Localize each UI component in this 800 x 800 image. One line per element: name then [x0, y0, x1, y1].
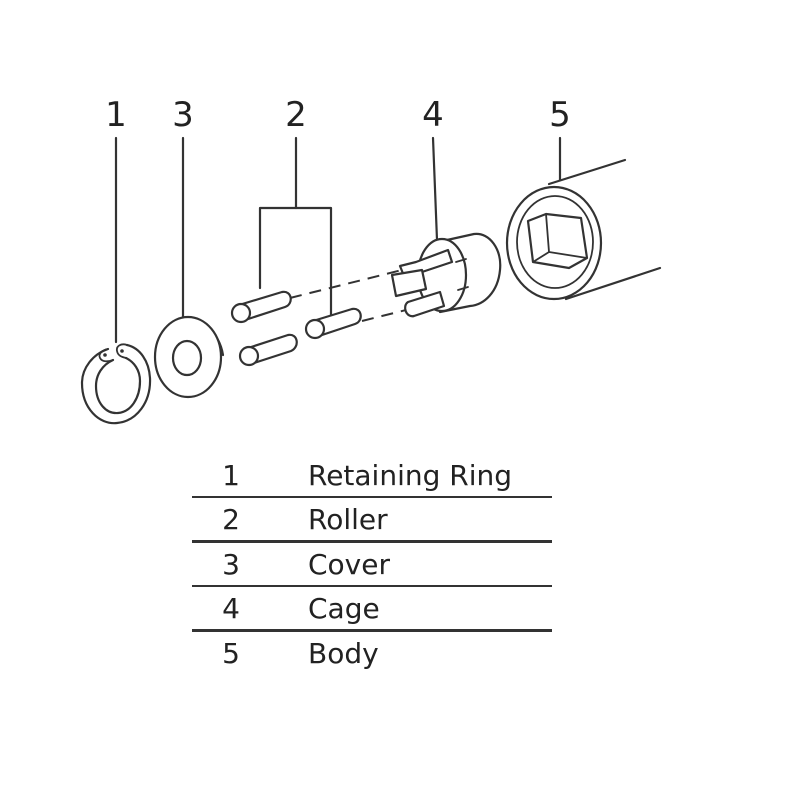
ring-lug-right [115, 343, 128, 359]
part-number: 3 [192, 541, 270, 587]
cover-washer [153, 315, 225, 399]
callout-3: 3 [172, 95, 194, 135]
callout-5: 5 [549, 95, 571, 135]
ring-outer [80, 343, 152, 425]
part-name: Cage [270, 586, 552, 632]
legend-row: 3 Cover [192, 541, 552, 587]
part-name: Retaining Ring [270, 454, 552, 498]
body-end-face [505, 185, 603, 301]
cage-finger-mid [390, 268, 428, 298]
part-number: 1 [192, 454, 270, 498]
legend-row: 5 Body [192, 631, 552, 675]
ring-lug-left [98, 348, 114, 363]
dashed-line-upper [289, 269, 403, 299]
part-name: Cover [270, 541, 552, 587]
rollers [230, 290, 362, 367]
part-number: 5 [222, 636, 240, 670]
callout-4: 4 [422, 95, 444, 135]
legend-row: 4 Cage [192, 586, 552, 632]
cage [390, 232, 502, 318]
ring-inner [94, 356, 142, 415]
part-number: 4 [192, 586, 270, 632]
body-top-edge [547, 158, 627, 186]
roller-lower-left [238, 333, 298, 367]
leader-lines [114, 136, 562, 344]
cage-slots [455, 258, 469, 291]
ring-hole-right [120, 349, 124, 353]
callout-1: 1 [105, 95, 127, 135]
leader-line-4 [431, 136, 439, 242]
callout-2: 2 [285, 95, 307, 135]
body-end-face-inner [516, 195, 594, 289]
legend-row: 1 Retaining Ring [192, 454, 552, 498]
cage-finger-bottom [404, 290, 446, 318]
retaining-ring [80, 343, 152, 425]
cover-hole [171, 339, 203, 377]
body-bottom-edge [564, 266, 662, 301]
ring-hole-left [103, 353, 107, 357]
roller-right [304, 307, 362, 340]
body [505, 158, 662, 301]
part-number: 2 [192, 497, 270, 543]
parts-legend-table: 1 Retaining Ring 2 Roller 3 Cover 4 Cage… [192, 454, 552, 674]
roller-upper-left [230, 290, 292, 324]
legend-row: 2 Roller [192, 497, 552, 543]
part-name: Body [308, 636, 379, 670]
part-name: Roller [270, 497, 552, 543]
body-bore-depth [532, 213, 588, 263]
